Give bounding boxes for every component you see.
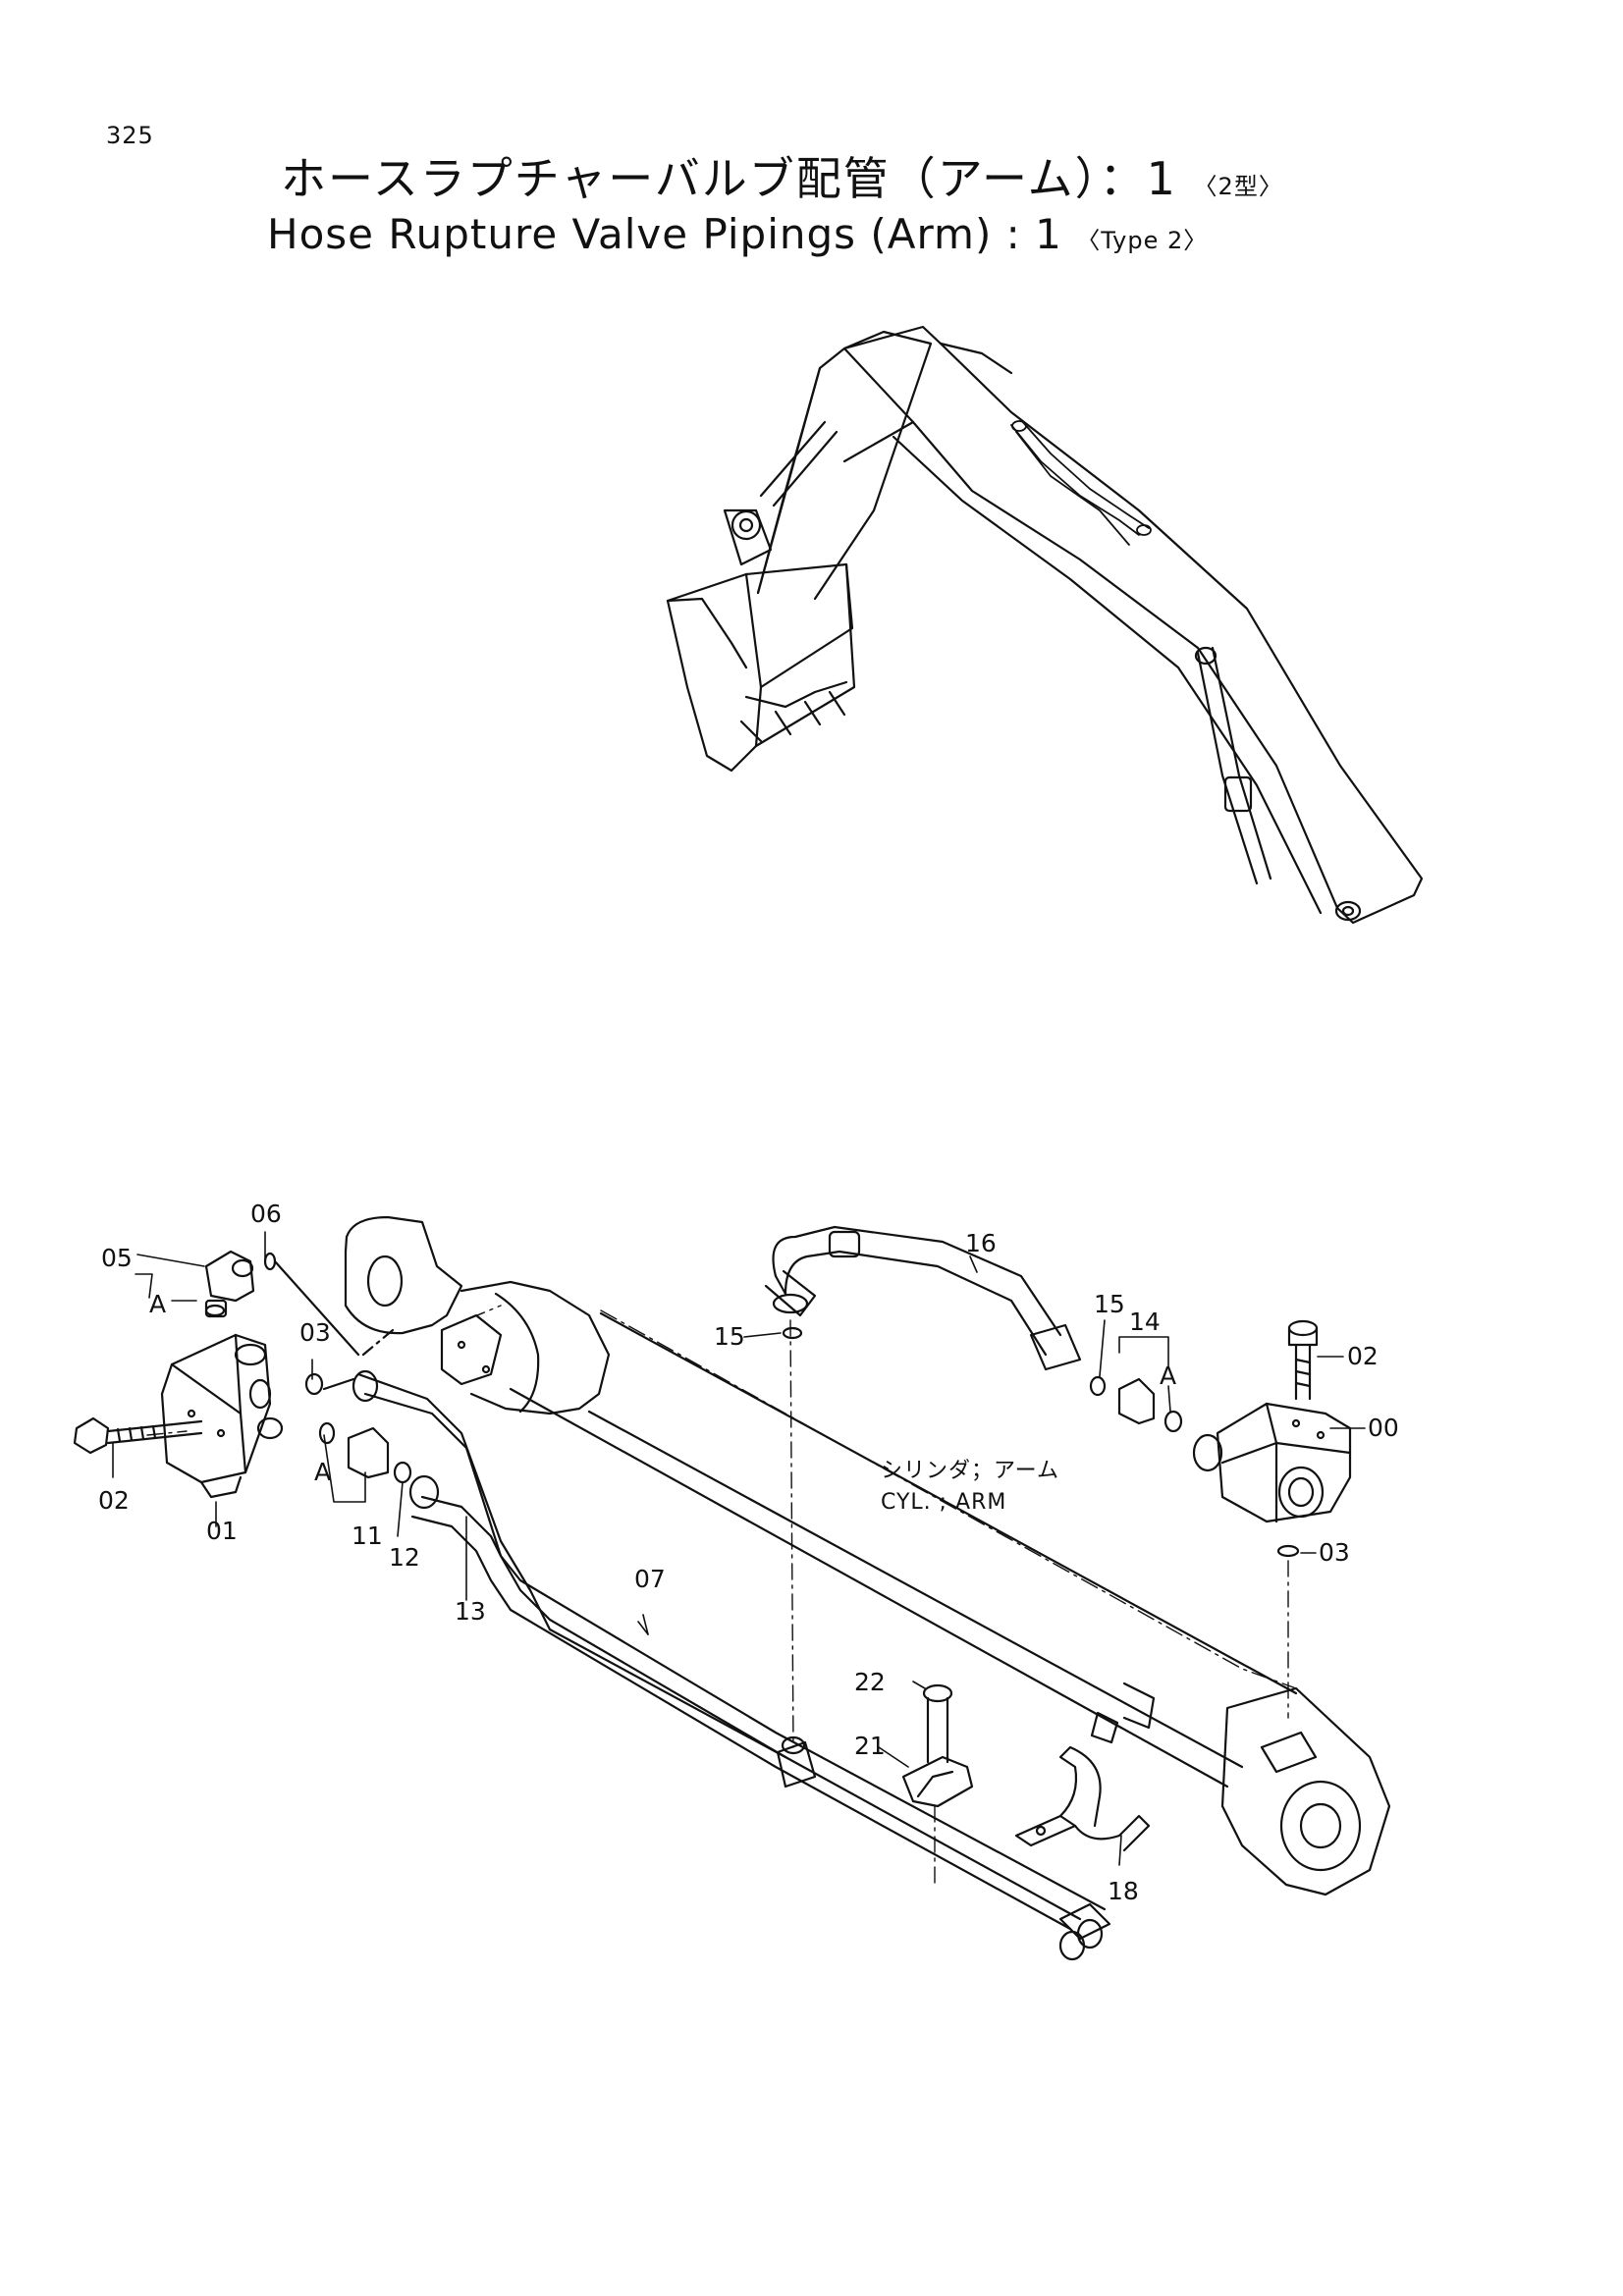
arm-cylinder: [344, 1215, 1391, 1896]
callout-a-mid: A: [314, 1458, 331, 1486]
callout-18: 18: [1108, 1877, 1139, 1905]
center-lines: [146, 1305, 1289, 1886]
bolt-02-left: [73, 1416, 203, 1455]
excavator-overview: [666, 325, 1424, 925]
title-japanese-text: ホースラプチャーバルブ配管（アーム）：1: [281, 152, 1177, 205]
boom-cylinder: [1194, 646, 1272, 885]
arm: [756, 330, 933, 601]
bracket-18: [1014, 1745, 1151, 1852]
title-japanese-suffix: 〈2型〉: [1193, 173, 1283, 200]
callout-a-top: A: [149, 1290, 166, 1318]
callout-03-right: 03: [1319, 1538, 1350, 1567]
callout-02-right: 02: [1347, 1342, 1379, 1370]
callout-07: 07: [634, 1565, 666, 1593]
callout-01: 01: [206, 1517, 238, 1545]
pipes-07-13: [352, 1369, 1111, 1961]
hose-16: [764, 1225, 1082, 1371]
callout-22: 22: [854, 1668, 886, 1696]
fittings-left: [204, 1252, 412, 1484]
callout-14: 14: [1129, 1308, 1161, 1336]
callout-a-right: A: [1160, 1362, 1176, 1390]
clamp-21: [901, 1755, 974, 1808]
page-number: 325: [106, 122, 154, 149]
callout-13: 13: [455, 1597, 486, 1626]
valve-01: [160, 1333, 284, 1499]
callout-15-right: 15: [1094, 1290, 1125, 1318]
bolt-02-right: [1287, 1319, 1319, 1401]
callout-15-left: 15: [714, 1322, 745, 1351]
callout-05: 05: [101, 1244, 133, 1272]
valve-00: [1192, 1402, 1352, 1523]
callout-21: 21: [854, 1732, 886, 1760]
callout-11: 11: [352, 1522, 383, 1550]
fittings-right: [782, 1326, 1300, 1558]
boom: [842, 325, 1424, 925]
callout-12: 12: [389, 1543, 420, 1572]
callout-02-left: 02: [98, 1486, 130, 1515]
title-english: Hose Rupture Valve Pipings (Arm) : 1 〈Ty…: [267, 210, 1208, 258]
bucket-cylinder: [723, 420, 839, 566]
title-japanese: ホースラプチャーバルブ配管（アーム）：1 〈2型〉: [281, 143, 1283, 208]
callout-labels: 06 05 A 03 02 01 A 11 12 13 07 16 15 15 …: [98, 1200, 1399, 1905]
title-english-suffix: 〈Type 2〉: [1076, 227, 1209, 254]
callout-06: 06: [250, 1200, 282, 1228]
title-english-text: Hose Rupture Valve Pipings (Arm) : 1: [267, 210, 1062, 258]
callout-03-left: 03: [299, 1318, 331, 1347]
callout-16: 16: [965, 1229, 997, 1257]
leader-lines: [112, 1231, 1366, 1866]
cylinder-label-en: CYL. ; ARM: [881, 1490, 1006, 1515]
callout-00: 00: [1368, 1414, 1399, 1442]
bucket: [666, 562, 856, 773]
bolt-22: [922, 1683, 953, 1764]
cylinder-label-jp: シリンダ；アーム: [881, 1459, 1059, 1483]
arm-hose-routing: [1010, 419, 1152, 546]
